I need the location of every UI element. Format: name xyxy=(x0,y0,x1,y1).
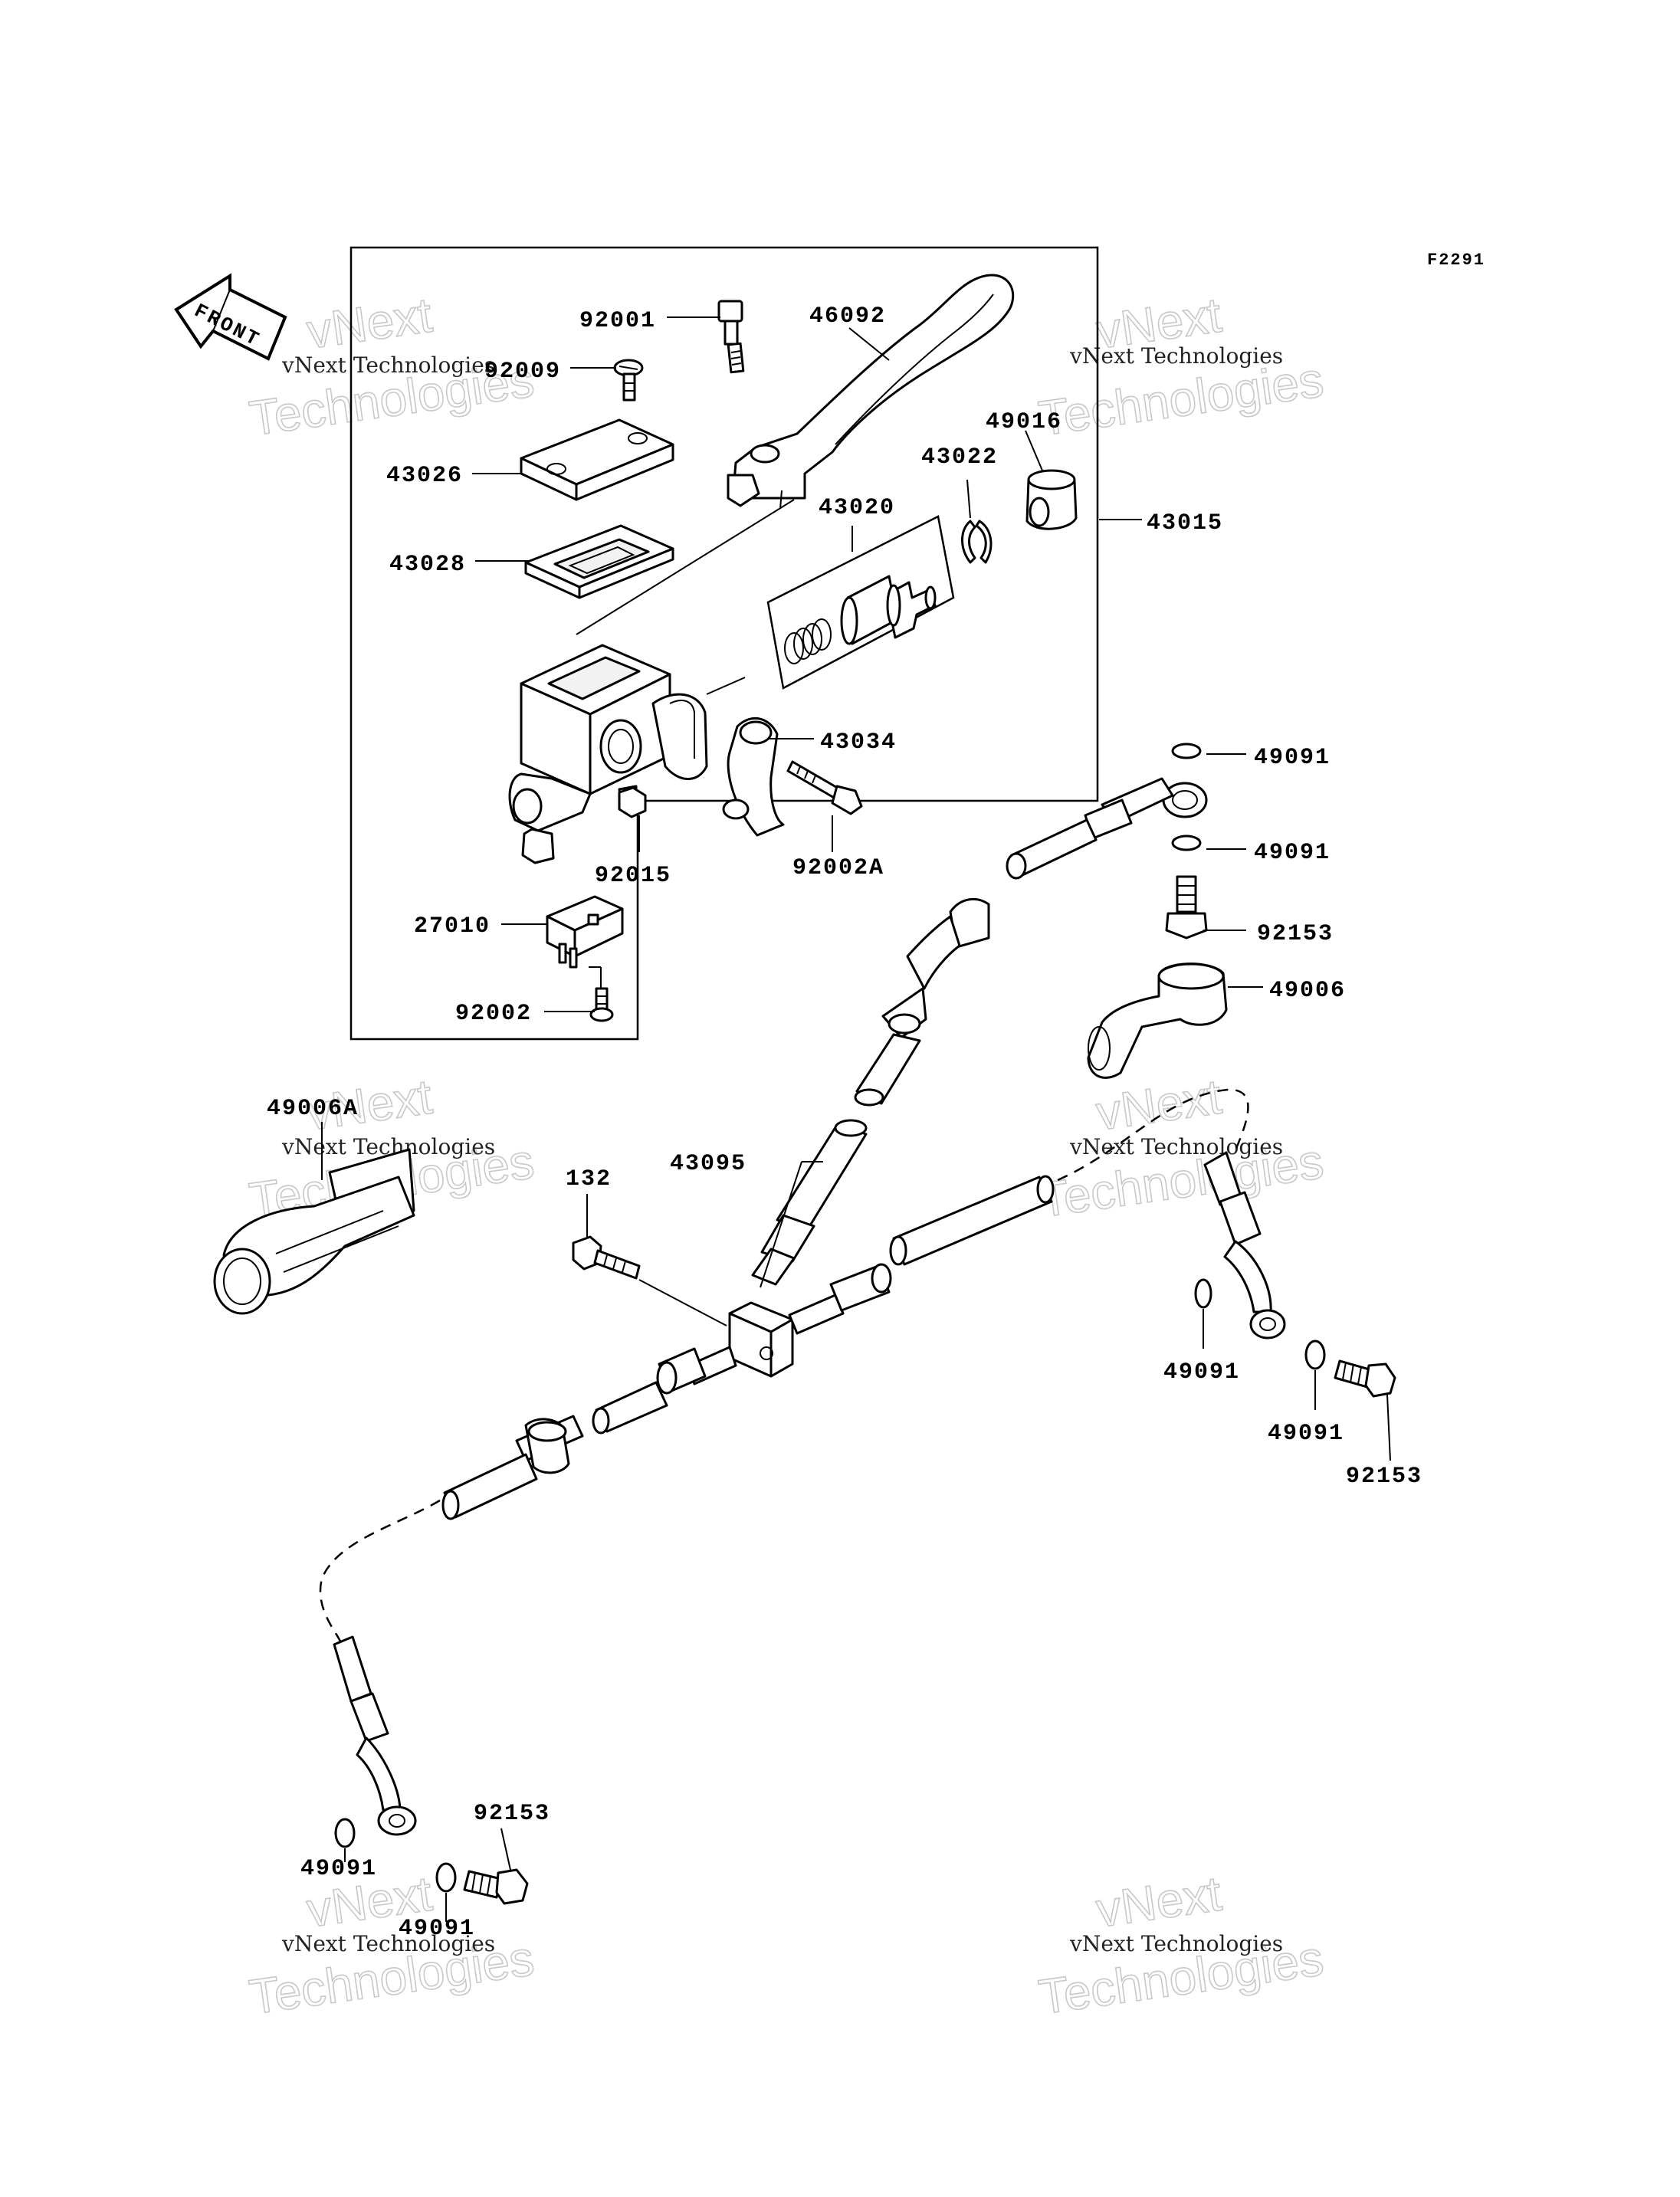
label-92002: 92002 xyxy=(455,1001,532,1027)
label-92009: 92009 xyxy=(484,359,561,385)
label-49006A: 49006A xyxy=(267,1096,359,1122)
watermark-big-top: vNext xyxy=(304,287,435,359)
bolt-132 xyxy=(572,1235,641,1280)
label-49091-second: 49091 xyxy=(1254,840,1331,866)
label-49016: 49016 xyxy=(986,409,1062,435)
label-92002A: 92002A xyxy=(792,855,884,881)
label-92153-left: 92153 xyxy=(474,1801,550,1827)
watermark-small-tl: vNext Technologies xyxy=(281,353,495,378)
washer-49091-top xyxy=(1171,743,1202,759)
circlip-43022 xyxy=(961,520,993,564)
label-43022: 43022 xyxy=(921,444,998,471)
brake-hose-upper xyxy=(751,777,1174,1286)
label-49091-right1: 49091 xyxy=(1163,1359,1240,1385)
label-92153-right: 92153 xyxy=(1346,1464,1422,1490)
boot-49016 xyxy=(1025,469,1078,530)
brake-hose-right xyxy=(788,1088,1286,1340)
label-43095: 43095 xyxy=(670,1151,746,1177)
svg-text:vNext: vNext xyxy=(1093,1866,1225,1938)
svg-text:vNext: vNext xyxy=(1093,1069,1225,1141)
banjo-bolt-92153-right xyxy=(1334,1359,1396,1398)
banjo-fitting-top xyxy=(1162,782,1208,818)
label-49091-top: 49091 xyxy=(1254,745,1331,771)
washer-49091-right1 xyxy=(1194,1278,1212,1309)
screw-92002 xyxy=(589,987,614,1022)
boot-49006A xyxy=(213,1148,415,1315)
figure-code: F2291 xyxy=(1427,251,1485,270)
banjo-bolt-92153-left xyxy=(463,1868,529,1905)
watermark-small-br: vNext Technologies xyxy=(1069,1931,1283,1956)
washer-49091-left2 xyxy=(435,1862,457,1893)
watermark-small-mr: vNext Technologies xyxy=(1069,1134,1283,1159)
label-43020: 43020 xyxy=(819,495,895,521)
bolt-92001 xyxy=(717,300,745,374)
label-49091-left2: 49091 xyxy=(399,1916,475,1942)
screw-92009 xyxy=(613,359,644,402)
label-43028: 43028 xyxy=(389,552,466,578)
junction-block xyxy=(728,1301,794,1378)
label-27010: 27010 xyxy=(414,913,491,939)
label-43015: 43015 xyxy=(1147,510,1223,536)
label-132: 132 xyxy=(566,1166,612,1192)
label-92153-top: 92153 xyxy=(1257,921,1334,947)
part-labels: 92001 46092 92009 49016 43026 43022 4302… xyxy=(267,303,1422,1942)
label-49006: 49006 xyxy=(1269,978,1346,1004)
brake-hose-left xyxy=(319,1346,737,1836)
label-92001: 92001 xyxy=(579,308,656,334)
label-49091-left1: 49091 xyxy=(300,1856,377,1882)
label-43026: 43026 xyxy=(386,463,463,489)
label-46092: 46092 xyxy=(809,303,886,330)
lever-46092 xyxy=(727,274,1015,507)
label-43034: 43034 xyxy=(820,730,897,756)
label-49091-right2: 49091 xyxy=(1268,1421,1344,1447)
washer-49091-second xyxy=(1171,835,1202,851)
boot-49006 xyxy=(1087,962,1228,1079)
bolt-92002A xyxy=(786,760,863,815)
cap-43026 xyxy=(520,418,674,501)
piston-kit-43020 xyxy=(766,515,955,690)
banjo-bolt-92153-top xyxy=(1165,875,1208,939)
watermark-small-bl: vNext Technologies xyxy=(281,1931,495,1956)
diaphragm-43028 xyxy=(524,524,674,599)
washer-49091-left1 xyxy=(334,1818,356,1848)
clamp-43034 xyxy=(722,717,785,837)
front-arrow-icon: FRONT xyxy=(174,273,287,361)
nut-92015 xyxy=(618,786,647,818)
watermark-small-tr: vNext Technologies xyxy=(1069,343,1283,369)
master-cylinder-body xyxy=(508,644,708,864)
label-92015: 92015 xyxy=(595,863,671,889)
washer-49091-right2 xyxy=(1304,1340,1326,1370)
leader-lines xyxy=(321,316,1391,1922)
switch-27010 xyxy=(546,895,624,969)
